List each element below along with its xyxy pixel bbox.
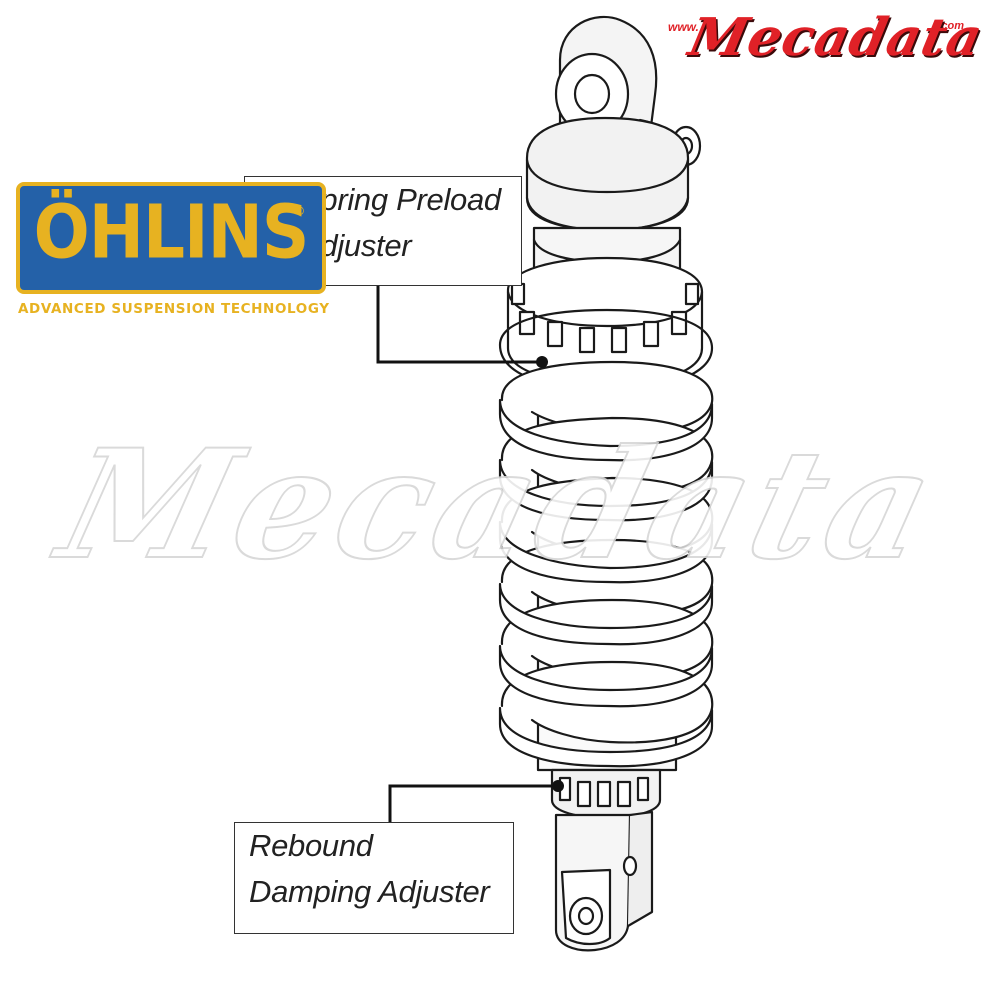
preload-label-line1: Spring Preload	[300, 182, 501, 217]
brand-com: .com	[938, 20, 964, 32]
rebound-label-line1: Rebound	[249, 828, 373, 863]
mecadata-logo: www. .com Mecadata	[590, 7, 990, 68]
rebound-label-line2: Damping Adjuster	[249, 874, 490, 909]
registered-mark: ®	[295, 204, 304, 218]
brand-www: www.	[668, 20, 699, 34]
brand-name: Mecadata	[683, 7, 989, 68]
ohlins-logo-text: ÖHLINS	[33, 189, 310, 276]
ohlins-tagline: ADVANCED SUSPENSION TECHNOLOGY	[18, 301, 330, 317]
rebound-label-box	[234, 822, 514, 934]
ohlins-logo: ÖHLINS ®	[16, 182, 326, 294]
